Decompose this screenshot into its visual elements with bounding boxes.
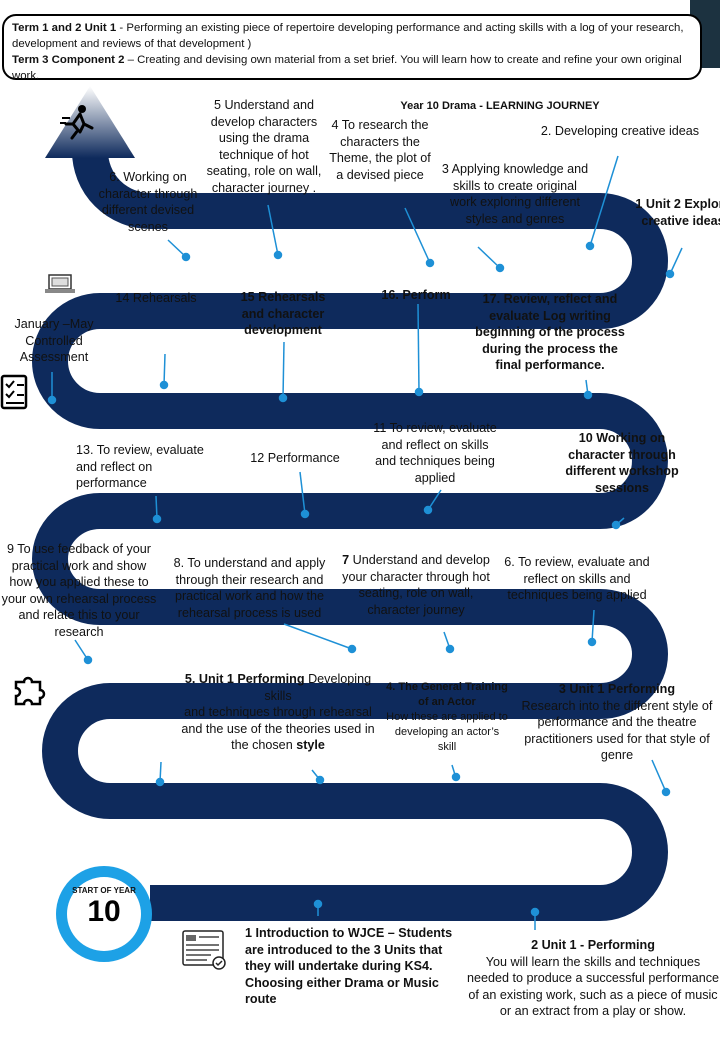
arrow-head — [45, 86, 135, 158]
step-17-label: 17. Review, reflect and evaluate Log wri… — [475, 292, 625, 372]
step-3-label: 3 Unit 1 Performing Research into the di… — [521, 682, 713, 762]
start-badge-inner: START OF YEAR 10 — [67, 877, 141, 951]
unit2-step-4-label: 4 To research the characters the Theme, … — [329, 118, 431, 182]
step-6-label: 6. To review, evaluate and reflect on sk… — [504, 555, 650, 602]
header-line-1: Term 1 and 2 Unit 1 - Performing an exis… — [12, 22, 684, 50]
step-7-label: 7 Understand and develop your character … — [342, 553, 490, 617]
unit2-step-2-label: 2. Developing creative ideas — [540, 124, 700, 138]
start-badge-number: 10 — [87, 895, 121, 928]
pins — [47, 155, 683, 930]
unit2-step-6-label: 6. Working on character through differen… — [98, 170, 198, 234]
header-line-2: Term 3 Component 2 – Creating and devisi… — [12, 54, 682, 82]
start-badge-label: START OF YEAR — [72, 886, 136, 895]
controlled-assessment-label: January –May Controlled Assessment — [14, 317, 94, 364]
step-15-label: 15 Rehearsals and character development — [240, 290, 326, 337]
runner-icon — [60, 105, 94, 140]
unit2-step-3-label: 3 Applying knowledge and skills to creat… — [441, 162, 589, 226]
step-11-label: 11 To review, evaluate and reflect on sk… — [373, 421, 497, 485]
step-14-label: 14 Rehearsals — [115, 291, 197, 305]
step-13-label: 13. To review, evaluate and reflect on p… — [76, 443, 204, 490]
road-path — [32, 133, 668, 921]
laptop-icon — [45, 274, 75, 293]
document-icon — [182, 930, 226, 970]
start-badge: START OF YEAR 10 — [56, 866, 152, 962]
step-8-label: 8. To understand and apply through their… — [173, 556, 326, 620]
step-1-label: 1 Introduction to WJCE – Students are in… — [245, 926, 453, 1006]
step-9-label: 9 To use feedback of your practical work… — [1, 542, 157, 639]
puzzle-icon — [14, 676, 46, 706]
header-box: Term 1 and 2 Unit 1 - Performing an exis… — [2, 14, 702, 82]
step-2-label: 2 Unit 1 - Performing You will learn the… — [466, 938, 720, 1018]
checklist-icon — [0, 374, 28, 410]
step-4-label: 4. The General Training of an Actor How … — [386, 681, 508, 753]
unit2-step-5-label: 5 Understand and develop characters usin… — [206, 98, 322, 195]
unit-2-label: 1 Unit 2 Explore creative ideas — [635, 197, 720, 228]
step-12-label: 12 Performance — [250, 451, 340, 465]
step-10-label: 10 Working on character through differen… — [565, 431, 679, 495]
page-title: Year 10 Drama - LEARNING JOURNEY — [400, 100, 600, 112]
step-5-label: 5. Unit 1 Performing Developing skills a… — [181, 672, 375, 752]
step-16-label: 16. Perform — [381, 288, 451, 302]
